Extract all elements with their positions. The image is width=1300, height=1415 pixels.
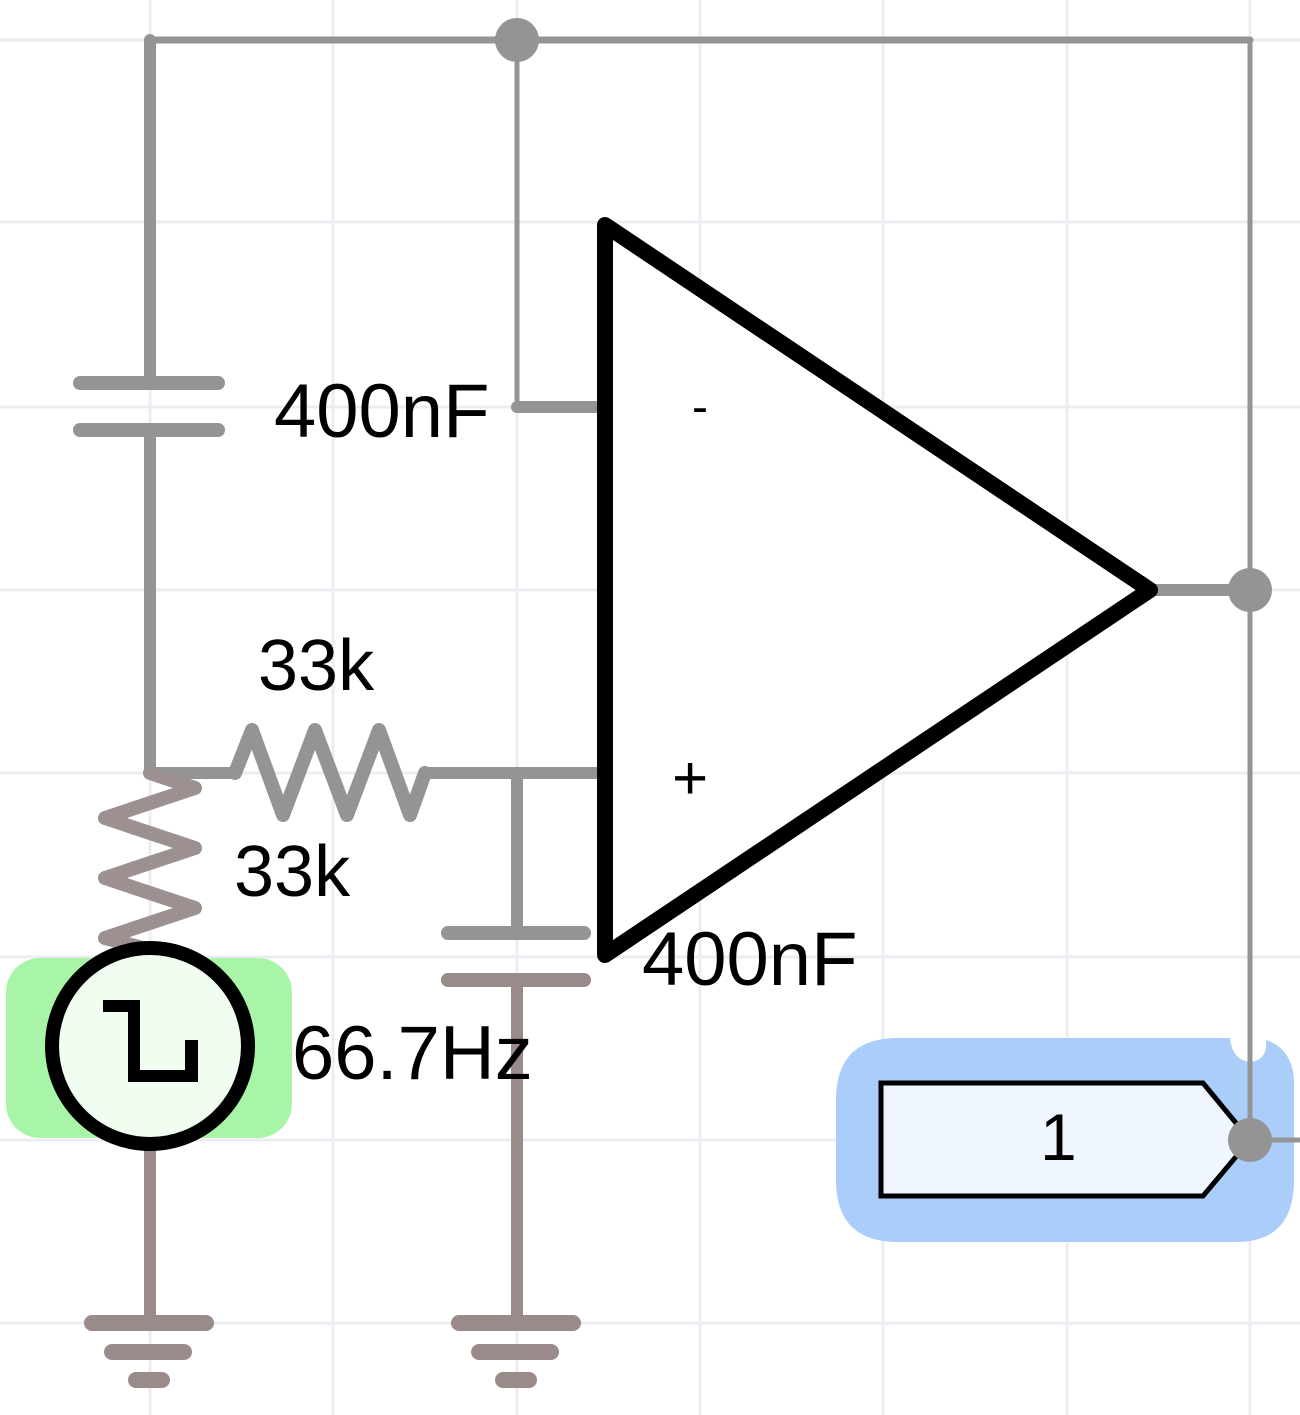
wires xyxy=(144,34,1300,1143)
junction-dot-top xyxy=(495,18,539,62)
resistor-vertical-value: 33k xyxy=(234,832,351,912)
resistor-series-value: 33k xyxy=(258,626,375,706)
capacitor-feedback-value: 400nF xyxy=(274,369,490,454)
ground-symbol-left xyxy=(84,1315,214,1388)
resistor-series[interactable] xyxy=(228,723,432,822)
ground-wires xyxy=(144,974,523,1329)
square-wave-icon xyxy=(103,1000,198,1082)
opamp-inverting-label: - xyxy=(692,381,708,434)
capacitor-feedback[interactable] xyxy=(73,376,225,437)
opamp[interactable] xyxy=(597,217,1158,963)
output-port[interactable] xyxy=(878,1080,1272,1199)
junction-dot-output xyxy=(1228,568,1272,612)
capacitor-ground[interactable] xyxy=(441,926,591,987)
square-wave-source[interactable] xyxy=(45,941,255,1151)
port-connection-dot xyxy=(1228,1118,1272,1162)
resistor-vertical[interactable] xyxy=(98,766,202,957)
source-frequency-value: 66.7Hz xyxy=(292,1011,533,1096)
output-port-label: 1 xyxy=(1040,1100,1077,1174)
capacitor-ground-value: 400nF xyxy=(642,917,858,1002)
opamp-noninverting-label: + xyxy=(672,744,709,813)
ground-symbol-right xyxy=(451,1315,581,1388)
